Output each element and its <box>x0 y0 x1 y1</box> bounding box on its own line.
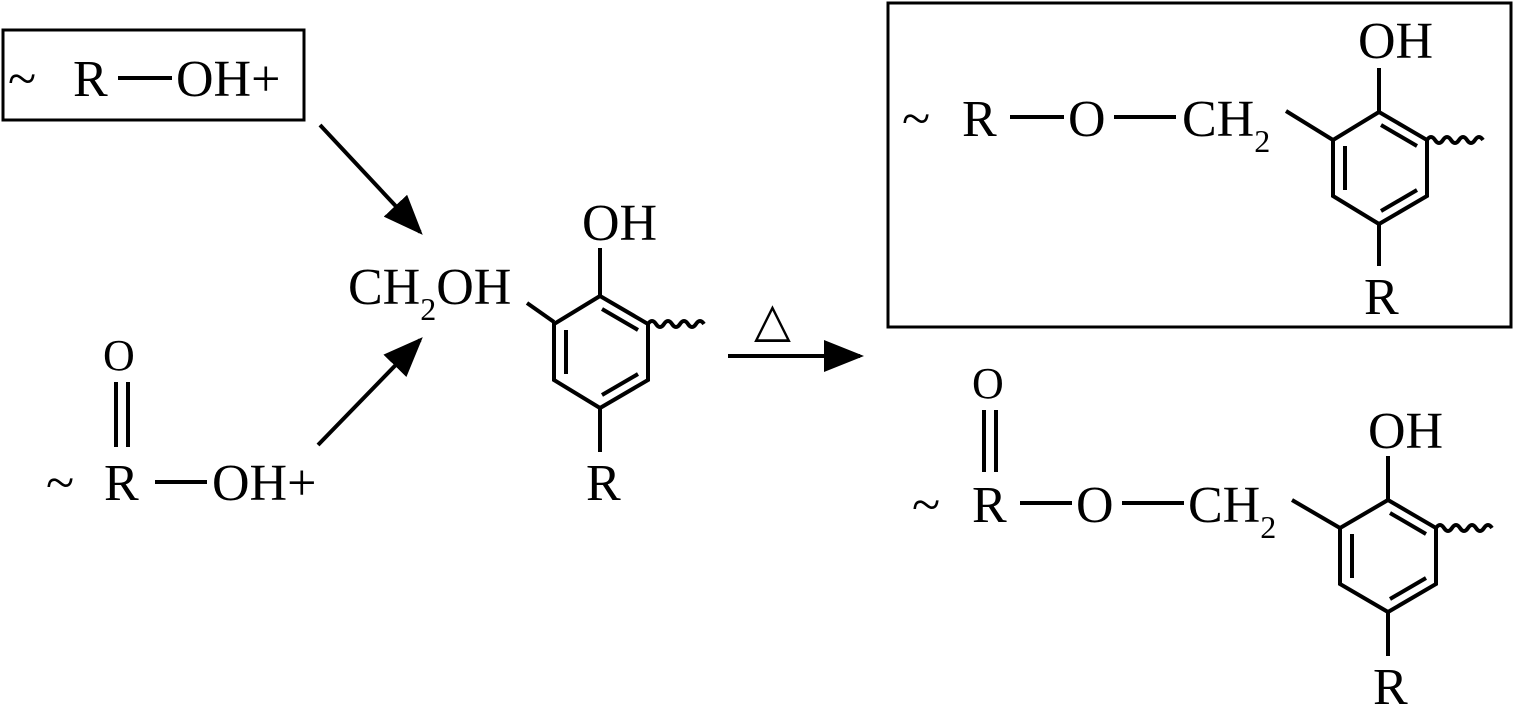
acid-to-phenol-arrow <box>316 337 423 447</box>
hydroxymethyl-phenol: CH2OH OH R <box>348 195 706 512</box>
ester-ch2-ring-bond <box>1290 498 1342 530</box>
ester-wavy-bond <box>1434 523 1494 533</box>
alcohol-tilde: ~ <box>8 51 36 108</box>
ether-ring-inner-bond-1 <box>1379 123 1419 148</box>
ether-ch2-label: CH2 <box>1182 91 1270 159</box>
acid-carbonyl-o: O <box>103 331 135 380</box>
ether-r-label: R <box>962 91 997 148</box>
ether-product: ~ R O CH2 OH R <box>886 1 1513 329</box>
ether-o-label: O <box>1068 91 1106 148</box>
ester-ring-r: R <box>1373 659 1408 712</box>
ether-ch2-ring-bond <box>1284 109 1335 142</box>
ether-product-box <box>886 1 1513 329</box>
ester-r-label: R <box>972 477 1007 534</box>
alcohol-to-phenol-arrow <box>318 123 423 235</box>
ether-ring-inner-bond-2 <box>1379 188 1419 213</box>
ester-ring-inner-bond-1 <box>1388 511 1428 536</box>
phenol-ch2-bond <box>525 301 556 324</box>
alcohol-reactant-box <box>1 28 306 122</box>
ester-o-label: O <box>1076 477 1114 534</box>
ester-benzene-ring <box>1338 497 1438 615</box>
ester-product: O ~ R O CH2 OH R <box>912 359 1494 712</box>
ester-ring-oh: OH <box>1368 403 1443 460</box>
ester-tilde: ~ <box>912 477 940 534</box>
ester-ch2-label: CH2 <box>1188 477 1276 545</box>
phenol-benzene-ring <box>552 293 650 411</box>
reaction-arrow-group: △ <box>728 294 864 372</box>
ether-tilde: ~ <box>902 91 930 148</box>
phenol-wavy-bond <box>646 319 706 329</box>
alcohol-reactant: ~ R OH+ <box>1 28 306 122</box>
phenol-ch-label: CH2OH <box>348 259 511 327</box>
ester-ring-inner-bond-2 <box>1388 576 1428 601</box>
acid-reactant: O ~ R OH+ <box>46 331 316 512</box>
phenol-ring-r: R <box>586 455 621 512</box>
acid-tilde: ~ <box>46 455 74 512</box>
ether-benzene-ring <box>1331 109 1429 227</box>
acid-oh-label: OH+ <box>212 455 316 512</box>
ester-carbonyl-o: O <box>972 359 1004 408</box>
heat-condition-symbol: △ <box>754 294 791 347</box>
phenol-ring-inner-bond-2 <box>600 372 640 397</box>
phenol-ring-inner-bond-1 <box>600 307 640 332</box>
ether-wavy-bond <box>1425 135 1485 145</box>
ether-ring-oh: OH <box>1358 13 1433 70</box>
acid-r-label: R <box>104 455 139 512</box>
alcohol-r-label: R <box>73 51 108 108</box>
ether-ring-r: R <box>1364 269 1399 326</box>
alcohol-oh-label: OH+ <box>176 51 280 108</box>
phenol-ring-oh: OH <box>582 195 657 252</box>
